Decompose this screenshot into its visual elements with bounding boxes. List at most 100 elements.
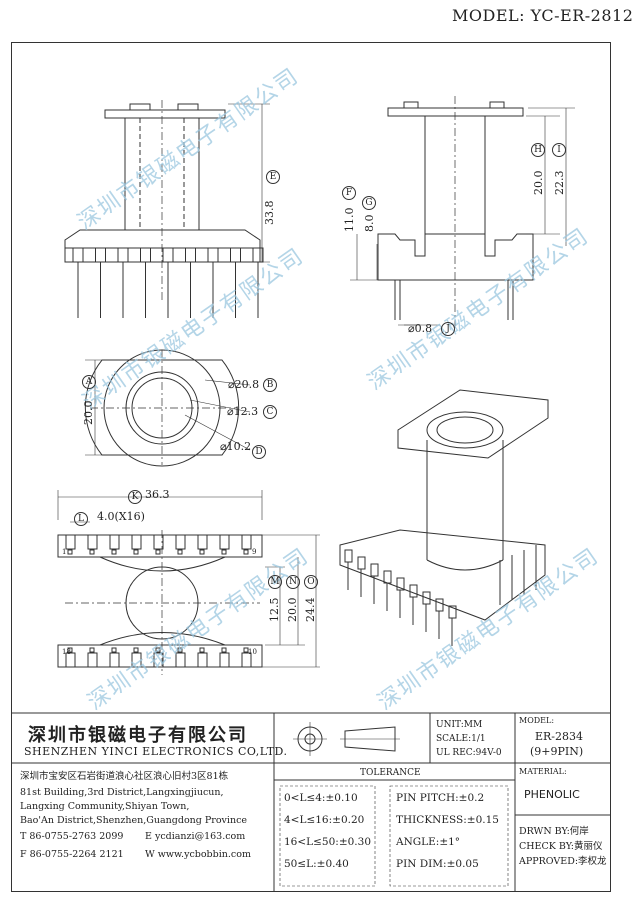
dim-11-0: 11.0 <box>343 207 356 233</box>
top-comb-slot <box>197 534 208 550</box>
label-N: N <box>286 575 300 589</box>
bottom-view <box>57 490 320 675</box>
bottom-comb-slot <box>241 652 252 668</box>
side-view <box>350 96 575 330</box>
pin-pitch: PIN PITCH:±0.2 <box>396 792 485 804</box>
scale: SCALE:1/1 <box>436 734 486 744</box>
drawing-frame <box>11 42 611 892</box>
front-slot <box>117 247 129 263</box>
bottom-comb-pin <box>67 647 73 653</box>
front-slot <box>72 247 84 263</box>
label-I: I <box>552 143 566 157</box>
dim-20-0-side: 20.0 <box>532 170 545 196</box>
bottom-comb-pin <box>199 647 205 653</box>
front-slot <box>140 247 151 263</box>
label-C: C <box>263 405 277 419</box>
tolerance-header: TOLERANCE <box>360 768 421 778</box>
bottom-comb-pin <box>177 647 183 653</box>
dim-33-8: 33.8 <box>263 200 276 226</box>
label-F: F <box>342 186 356 200</box>
material-value: PHENOLIC <box>524 788 580 801</box>
top-comb-slot <box>241 534 252 550</box>
bottom-comb-slot <box>153 652 164 668</box>
bottom-comb-pin <box>133 647 139 653</box>
top-comb-pin <box>67 549 73 555</box>
dim-12-5: 12.5 <box>268 597 281 623</box>
unit: UNIT:MM <box>436 720 483 730</box>
address-en-1: 81st Building,3rd District,Langxingjiucu… <box>20 787 224 798</box>
email: E ycdianzi@163.com <box>145 831 246 842</box>
dim-pitch: 4.0(X16) <box>97 510 145 523</box>
pin-label-18: 18 <box>62 648 71 656</box>
pin-label-1: 1 <box>62 548 67 556</box>
angle: ANGLE:±1° <box>396 836 461 848</box>
top-comb-pin <box>133 549 139 555</box>
bottom-comb-pin <box>155 647 161 653</box>
address-en-2: Langxing Community,Shiyan Town, <box>20 801 190 812</box>
label-G: G <box>362 196 376 210</box>
fax: F 86-0755-2264 2121 <box>20 849 124 860</box>
dim-d12-3: ⌀12.3 <box>227 405 259 418</box>
bottom-comb-slot <box>131 652 142 668</box>
front-slot <box>207 247 219 263</box>
front-slot <box>162 247 174 263</box>
label-A: A <box>82 375 96 389</box>
label-L: L <box>74 512 88 526</box>
tolerance-1: 0<L≤4:±0.10 <box>284 792 358 804</box>
bottom-comb-pin <box>243 647 249 653</box>
bottom-comb-pin <box>111 647 117 653</box>
iso-pin-block <box>409 584 418 598</box>
top-comb-slot <box>109 534 120 550</box>
tolerance-4: 50≤L:±0.40 <box>284 858 349 870</box>
top-comb-pin <box>199 549 205 555</box>
isometric-view <box>339 389 549 646</box>
top-comb-slot <box>65 534 76 550</box>
bottom-comb-pin <box>89 647 95 653</box>
bottom-comb-slot <box>197 652 208 668</box>
front-slot <box>95 247 106 263</box>
top-comb-pin <box>89 549 95 555</box>
label-J: J <box>441 322 455 336</box>
address-cn: 深圳市宝安区石岩街道浪心社区浪心旧村3区81栋 <box>20 771 229 782</box>
dim-20-0-top: 20.0 <box>82 400 95 426</box>
material-label: MATERIAL: <box>519 767 567 776</box>
telephone: T 86-0755-2763 2099 <box>20 831 124 842</box>
check-by: CHECK BY:黄丽仪 <box>519 841 603 852</box>
label-H: H <box>531 143 545 157</box>
top-comb-pin <box>221 549 227 555</box>
website: W www.ycbobbin.com <box>145 849 251 860</box>
bottom-comb-slot <box>219 652 230 668</box>
front-slot <box>230 247 241 263</box>
thickness: THICKNESS:±0.15 <box>396 814 499 826</box>
bottom-comb-pin <box>221 647 227 653</box>
bottom-comb-slot <box>109 652 120 668</box>
tolerance-2: 4<L≤16:±0.20 <box>284 814 365 826</box>
iso-pin-block <box>435 598 444 612</box>
label-D: D <box>252 445 266 459</box>
dim-8-0: 8.0 <box>363 214 376 233</box>
bottom-comb-slot <box>87 652 98 668</box>
dim-24-4: 24.4 <box>304 597 317 623</box>
label-K: K <box>128 490 142 504</box>
top-comb-slot <box>131 534 142 550</box>
top-comb-pin <box>177 549 183 555</box>
dim-36-3: 36.3 <box>145 488 170 501</box>
label-B: B <box>263 378 277 392</box>
pin-dim: PIN DIM:±0.05 <box>396 858 479 870</box>
drawn-by: DRWN BY:何岸 <box>519 826 589 837</box>
top-comb-slot <box>153 534 164 550</box>
label-M: M <box>268 575 282 589</box>
dim-20-0-bottom: 20.0 <box>286 597 299 623</box>
iso-pin-block <box>357 556 366 570</box>
front-slot <box>185 247 196 263</box>
model-pins: (9+9PIN) <box>530 745 584 758</box>
label-O: O <box>304 575 318 589</box>
iso-pin-block <box>383 570 392 584</box>
iso-pin-block <box>370 563 379 577</box>
address-en-3: Bao'An District,Shenzhen,Guangdong Provi… <box>20 815 248 826</box>
dim-pin-dia: ⌀0.8 <box>408 322 433 335</box>
bottom-comb-slot <box>65 652 76 668</box>
approved-by: APPROVED:李权龙 <box>519 856 607 867</box>
front-view <box>64 100 270 318</box>
